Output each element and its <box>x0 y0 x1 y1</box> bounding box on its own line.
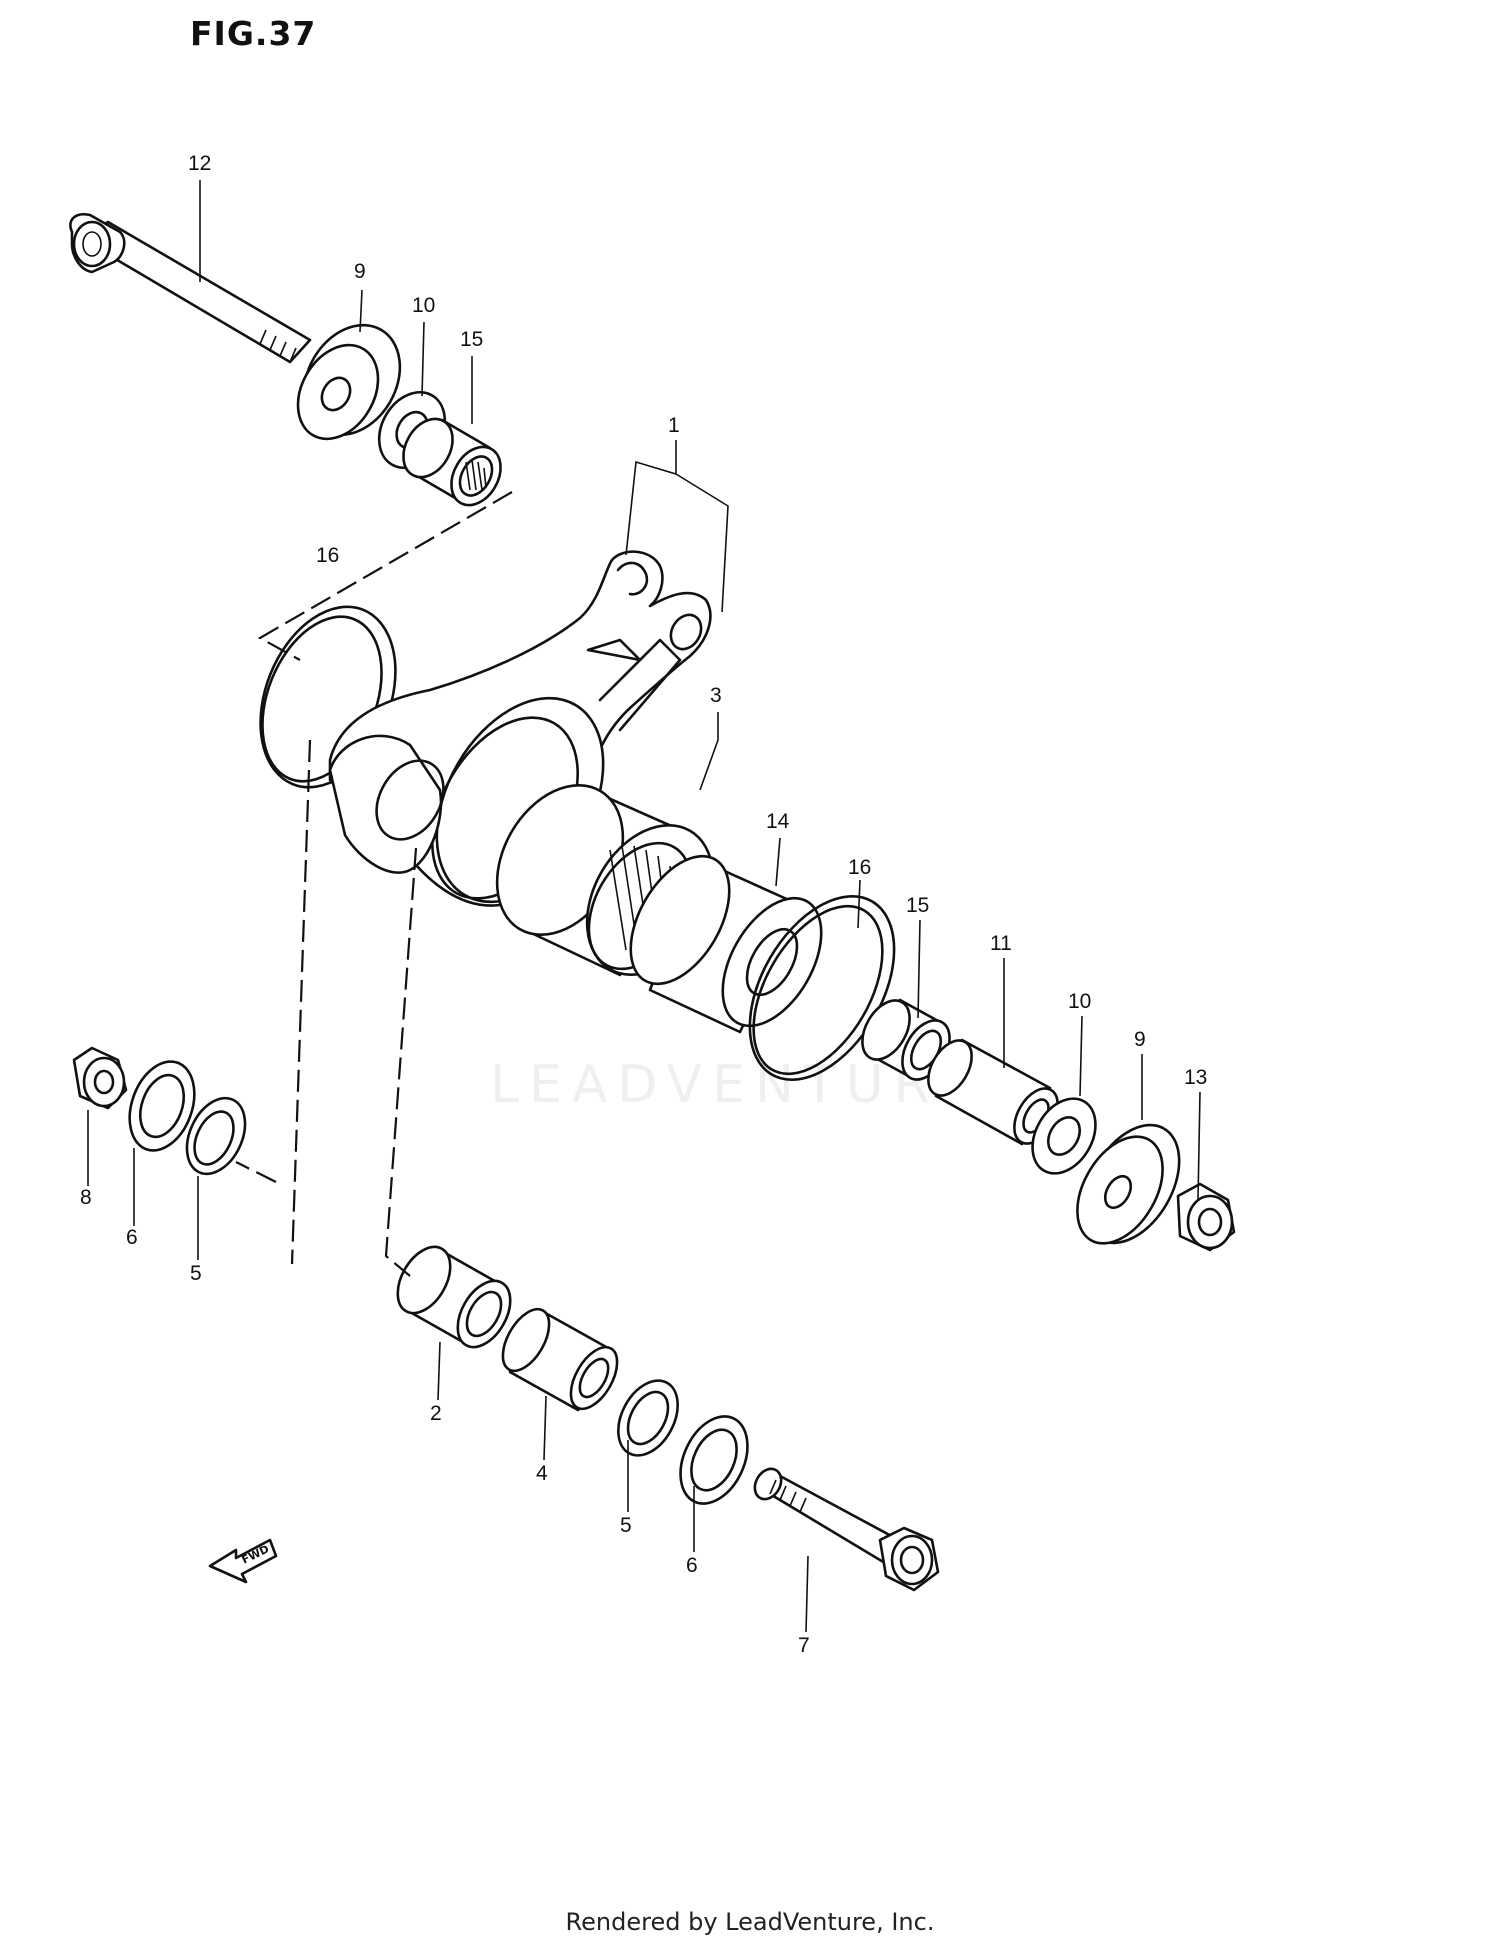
bearing-15-top[interactable] <box>393 410 510 514</box>
seal-5-left[interactable] <box>176 1089 257 1183</box>
nut-13[interactable] <box>1176 1182 1236 1252</box>
washer-9-top[interactable] <box>282 308 419 454</box>
callout-6-left: 6 <box>126 1226 138 1249</box>
footer-credit: Rendered by LeadVenture, Inc. <box>565 1908 935 1936</box>
callout-15-right: 15 <box>906 894 929 917</box>
callout-13: 13 <box>1184 1066 1207 1089</box>
callout-3: 3 <box>710 684 722 707</box>
washer-6-left[interactable] <box>118 1053 206 1160</box>
spacer-14[interactable] <box>610 839 841 1042</box>
bearing-2[interactable] <box>387 1238 521 1356</box>
callout-10-right: 10 <box>1068 990 1091 1013</box>
collar-11[interactable] <box>919 1033 1066 1151</box>
callout-7: 7 <box>798 1634 810 1657</box>
callout-5-bottom: 5 <box>620 1514 632 1537</box>
callout-16-left: 16 <box>316 544 339 567</box>
seal-5-bottom[interactable] <box>606 1370 689 1465</box>
callout-11: 11 <box>990 932 1012 955</box>
forward-direction-arrow: FWD <box>208 1538 278 1584</box>
washer-9-right[interactable] <box>1060 1109 1199 1260</box>
callout-15-top: 15 <box>460 328 483 351</box>
collar-4[interactable] <box>493 1302 626 1417</box>
callout-12: 12 <box>188 152 211 175</box>
bolt-7[interactable] <box>750 1464 940 1592</box>
dash-line-left <box>290 739 312 1265</box>
bolt-12[interactable] <box>69 212 312 364</box>
callout-2: 2 <box>430 1402 442 1425</box>
figure-title: FIG.37 <box>190 14 317 53</box>
dash-line-top <box>257 491 513 661</box>
callout-16-right: 16 <box>848 856 871 879</box>
callout-14: 14 <box>766 810 790 833</box>
callout-9-right: 9 <box>1134 1028 1146 1051</box>
callout-10-top: 10 <box>412 294 435 317</box>
nut-8[interactable] <box>72 1046 128 1110</box>
callout-1: 1 <box>668 414 680 437</box>
callout-4: 4 <box>536 1462 548 1485</box>
callout-6-bottom: 6 <box>686 1554 698 1577</box>
callout-labels: 12 9 10 15 1 16 3 14 16 15 11 10 9 13 8 … <box>80 152 1207 1657</box>
callout-8: 8 <box>80 1186 92 1209</box>
leader-lines <box>87 180 1201 1633</box>
dash-line-bottom <box>384 847 418 1277</box>
washer-10-right[interactable] <box>1020 1087 1108 1184</box>
washer-6-bottom[interactable] <box>667 1406 760 1515</box>
dash-line-left-seal <box>235 1161 277 1183</box>
callout-9-top: 9 <box>354 260 366 283</box>
callout-5-left: 5 <box>190 1262 202 1285</box>
